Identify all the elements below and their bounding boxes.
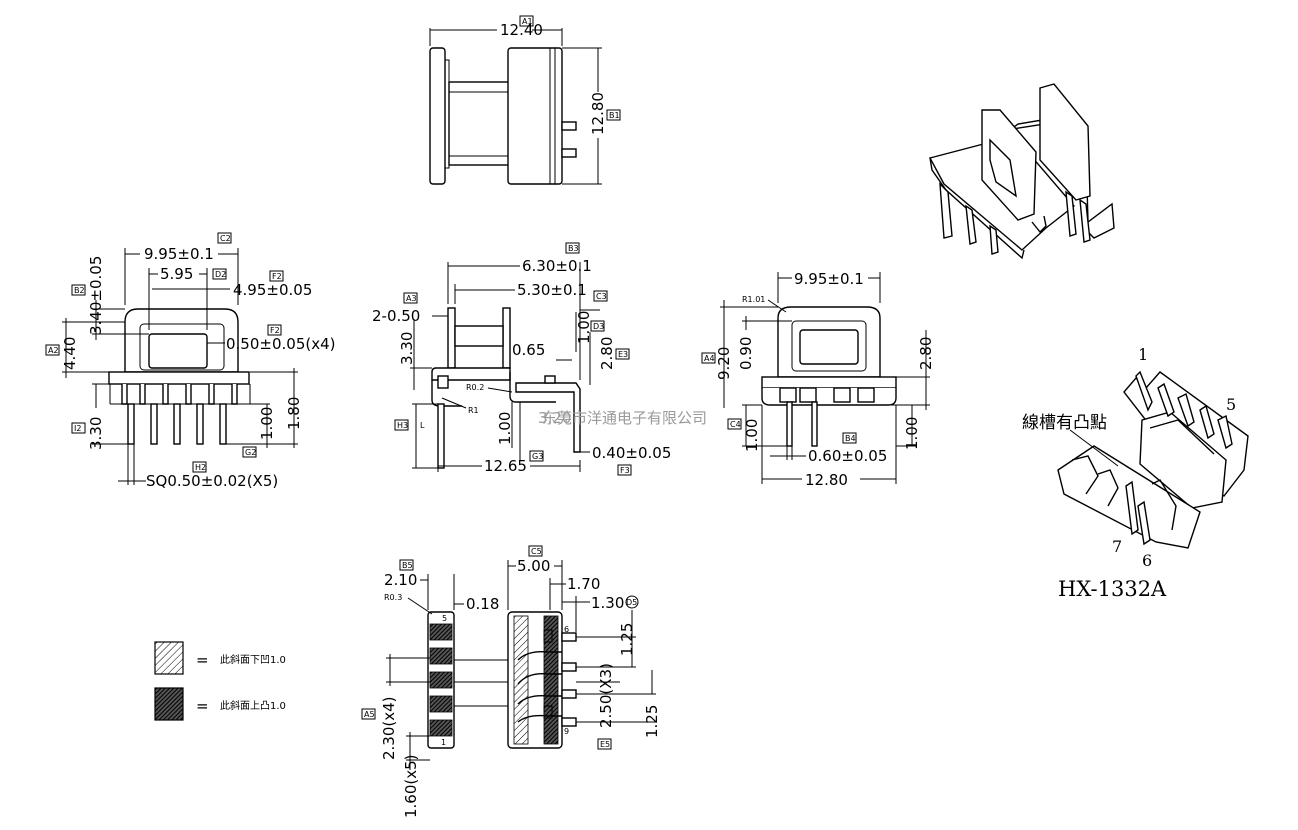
tag-b3: B3 [568,244,579,253]
dim-side-320: 3.20 [538,409,571,427]
dim-right-r101: R1.01 [742,295,765,304]
part-number: HX-1332A [1058,577,1167,601]
tag-h2: H2 [195,463,206,472]
tag-a4: A4 [704,354,715,363]
tag-e5: E5 [600,740,610,749]
dim-side-r02: R0.2 [466,383,484,392]
tag-g3: G3 [532,452,543,461]
dim-side-100b: 1.00 [496,412,514,445]
tag-a2: A2 [48,346,59,355]
front-view: 9.95±0.1 C2 5.95 D2 4.95±0.05 F2 3.40±0.… [45,232,336,490]
side-view: 6.30±0.1 B3 5.30±0.1 C3 2-0.50 A3 3.30 0… [372,242,671,476]
dim-bottom-125a: 1.25 [618,623,636,656]
legend-text-2: 此斜面上凸1.0 [220,699,286,712]
tag-f3: F3 [620,466,630,475]
tag-d2: D2 [215,270,226,279]
dim-front-pinbase: 1.80 [285,397,303,430]
right-view: 9.95±0.1 R1.01 9.20 A4 0.90 2.80 1.00 C4… [701,270,935,489]
tag-a5: A5 [364,710,375,719]
tag-d5: D5 [626,598,637,607]
dim-front-pinend: 1.00 [258,407,276,440]
dim-bottom-210: 2.10 [384,571,417,589]
dim-right-280: 2.80 [917,337,935,370]
legend-text-1: 此斜面下凹1.0 [220,653,286,666]
dim-side-1265: 12.65 [484,457,527,475]
tag-c5: C5 [531,547,542,556]
dim-side-r1: R1 [468,406,479,415]
tag-b1: B1 [609,111,620,120]
dim-side-l: L [420,421,425,430]
dim-top-height: 12.80 [589,92,607,135]
dim-bottom-230: 2.30(x4) [380,696,398,760]
tag-f2a: F2 [272,272,282,281]
dim-bottom-130: 1.30 [591,594,624,612]
dim-side-040: 0.40±0.05 [592,444,671,462]
pin-num-9: 9 [564,727,569,736]
pin-num-5: 5 [442,614,447,623]
tag-b2: B2 [74,286,85,295]
dim-right-090: 0.90 [737,337,755,370]
pin-num-6: 6 [564,625,569,634]
top-view: 12.40 A1 12.80 B1 [429,15,621,185]
dim-right-100b: 1.00 [903,417,921,450]
dim-right-920: 9.20 [715,347,733,380]
iso-view-bottom: 1 5 7 6 線槽有凸點 [1022,345,1249,570]
tag-b5: B5 [402,561,413,570]
tag-g2: G2 [245,448,256,457]
dim-side-100a: 1.00 [575,311,593,344]
dim-bottom-018: 0.18 [466,595,499,613]
iso-pin-7: 7 [1112,537,1122,556]
dim-front-wall: 0.50±0.05(x4) [226,335,336,353]
dim-bottom-170: 1.70 [567,575,600,593]
tag-d3: D3 [593,322,604,331]
pin-num-1: 1 [441,738,446,747]
iso-view-top [928,83,1115,260]
bottom-view: 5 6 9 1 2.10 B5 R0.3 0.18 5.00 C5 1.70 1… [361,545,661,818]
dim-side-280: 2.80 [598,337,616,370]
dim-right-995: 9.95±0.1 [794,270,864,288]
dim-side-330: 3.30 [398,332,416,365]
dim-side-065: 0.65 [512,341,545,359]
tag-h3: H3 [397,421,408,430]
dim-side-53: 5.30±0.1 [517,281,587,299]
tag-c4: C4 [730,420,741,429]
dim-front-top: 3.40±0.05 [87,256,105,335]
legend: = 此斜面下凹1.0 = 此斜面上凸1.0 [154,641,286,721]
dim-bottom-r03: R0.3 [384,593,402,602]
legend-recessed-swatch [154,641,184,675]
iso-pin-6: 6 [1142,551,1152,570]
dim-right-1280: 12.80 [805,471,848,489]
groove-note: 線槽有凸點 [1022,413,1107,433]
dim-front-height: 4.40 [61,337,79,370]
dim-front-inner: 5.95 [160,265,193,283]
dim-front-pinsq: SQ0.50±0.02(X5) [146,472,278,490]
legend-symbol-1: = [196,651,209,669]
tag-b4: B4 [845,434,856,443]
iso-pin-1: 1 [1138,345,1148,364]
company-watermark: 东莞市洋通电子有限公司 [542,409,707,427]
dim-side-2050: 2-0.50 [372,307,420,325]
dim-right-100a: 1.00 [743,419,761,452]
dim-front-pinlen: 3.30 [87,417,105,450]
tag-e3: E3 [618,350,628,359]
dim-bottom-160: 1.60(x5) [402,754,420,818]
dim-right-060: 0.60±0.05 [808,447,887,465]
iso-pin-5: 5 [1226,395,1236,414]
tag-f2b: F2 [270,326,280,335]
dim-side-63: 6.30±0.1 [522,257,592,275]
dim-front-outer: 9.95±0.1 [144,245,214,263]
dim-front-window: 4.95±0.05 [233,281,312,299]
dim-bottom-125b: 1.25 [643,705,661,738]
dim-bottom-250: 2.50(X3) [597,663,615,728]
tag-i2: I2 [74,424,81,433]
tag-a3: A3 [406,294,417,303]
tag-c2: C2 [220,234,231,243]
tag-a1: A1 [522,17,533,26]
legend-symbol-2: = [196,697,209,715]
dim-bottom-500: 5.00 [517,557,550,575]
legend-raised-swatch [154,687,184,721]
tag-c3: C3 [596,292,607,301]
